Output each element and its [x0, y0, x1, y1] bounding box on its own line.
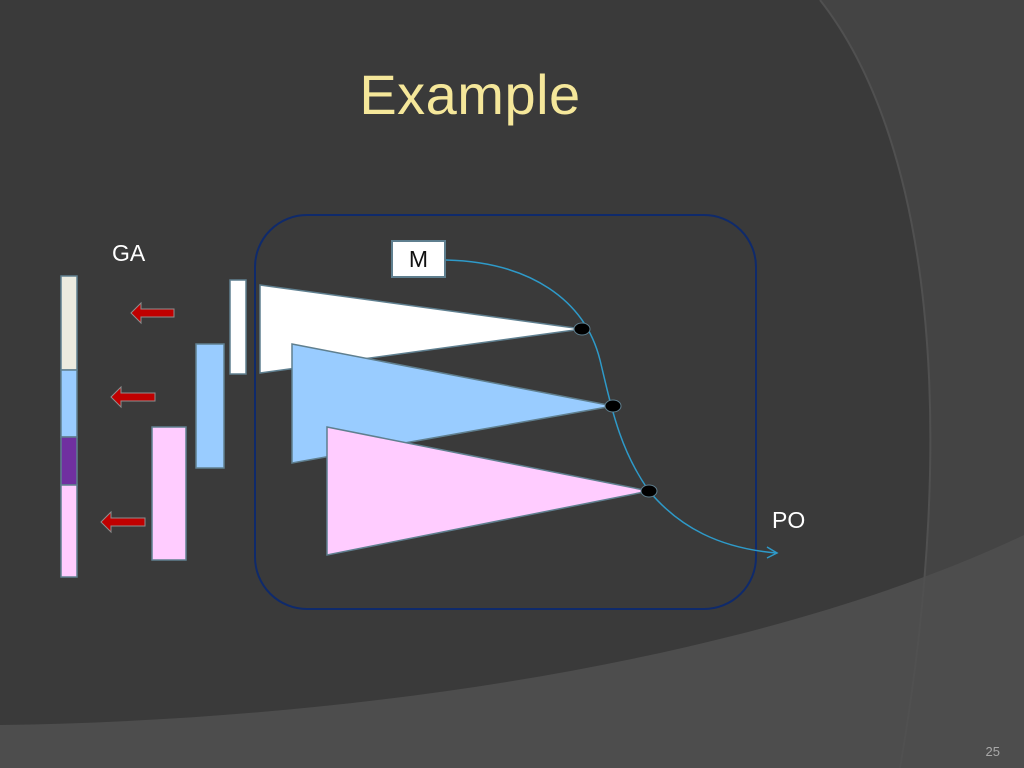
page-number: 25	[985, 744, 1000, 759]
solution-point	[573, 322, 591, 336]
ga-bar-segment-purple	[60, 436, 78, 486]
label-ga: GA	[112, 240, 146, 266]
arrow-left-icon	[130, 301, 175, 325]
pareto-curve	[445, 259, 777, 554]
triangle-white	[259, 284, 583, 374]
slide-title: Example	[359, 63, 581, 126]
label-m: M	[408, 245, 429, 272]
label-m-box: M	[391, 240, 446, 278]
bg-arc-edge	[819, 0, 932, 768]
block-blue	[195, 343, 225, 469]
bg-arc-bottom	[0, 535, 1024, 768]
ga-bar-segment-blue	[60, 369, 78, 438]
curve-arrowhead-icon	[766, 546, 779, 559]
solution-point	[604, 399, 622, 413]
block-pink	[151, 426, 187, 561]
block-white	[229, 279, 247, 375]
population-frame	[254, 214, 757, 610]
ga-bar-segment-pink	[60, 484, 78, 578]
solution-point	[640, 484, 658, 498]
triangle-pink	[326, 426, 650, 556]
label-po: PO	[772, 507, 806, 533]
arrow-left-icon	[100, 510, 146, 534]
ga-bar-segment-white	[60, 275, 78, 371]
arrow-left-icon	[110, 385, 156, 409]
triangle-blue	[291, 343, 614, 464]
